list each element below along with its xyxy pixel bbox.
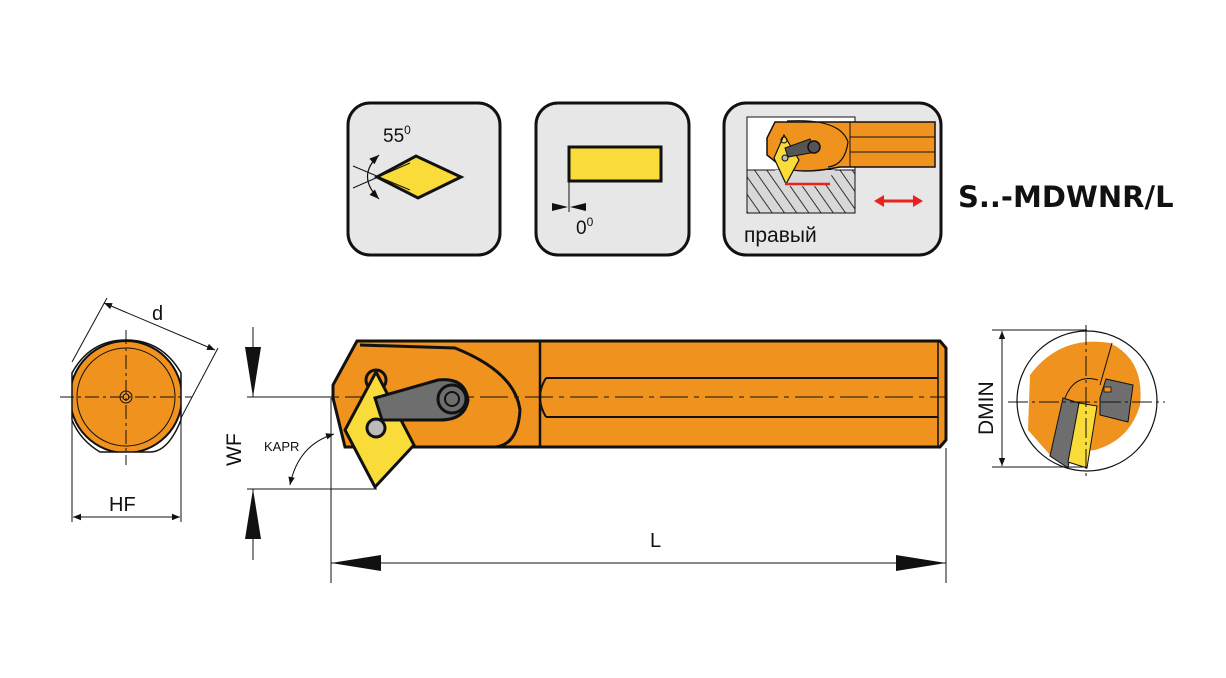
kapr-label: KAPR: [264, 439, 299, 454]
hand-label: правый: [744, 224, 817, 247]
end-view-left: d HF: [60, 297, 219, 522]
product-title: S..-MDWNR/L: [958, 180, 1174, 214]
degree-sign: 0: [587, 215, 594, 229]
hf-label: HF: [109, 494, 136, 516]
svg-text:00: 00: [576, 215, 594, 239]
insert-side-icon: [567, 145, 663, 183]
l-label: L: [650, 530, 661, 552]
clearance-angle-icon-panel: 00: [534, 101, 691, 257]
wf-dimension: WF KAPR: [223, 327, 377, 560]
l-dimension: L: [330, 398, 947, 583]
boring-bar-side-view: [300, 339, 948, 490]
degree-sign: 0: [404, 123, 411, 137]
hand-icon-panel: правый: [722, 101, 943, 257]
clearance-angle-value: 0: [576, 218, 587, 239]
wf-label: WF: [223, 433, 246, 466]
svg-text:550: 550: [383, 123, 411, 147]
rhombic-insert-icon: [373, 154, 465, 200]
insert-angle-value: 55: [383, 126, 404, 147]
insert-shape-icon-panel: 550: [346, 101, 502, 257]
diameter-d-label: d: [152, 303, 163, 325]
end-view-right: DMIN: [975, 325, 1165, 478]
dmin-label: DMIN: [975, 381, 998, 435]
